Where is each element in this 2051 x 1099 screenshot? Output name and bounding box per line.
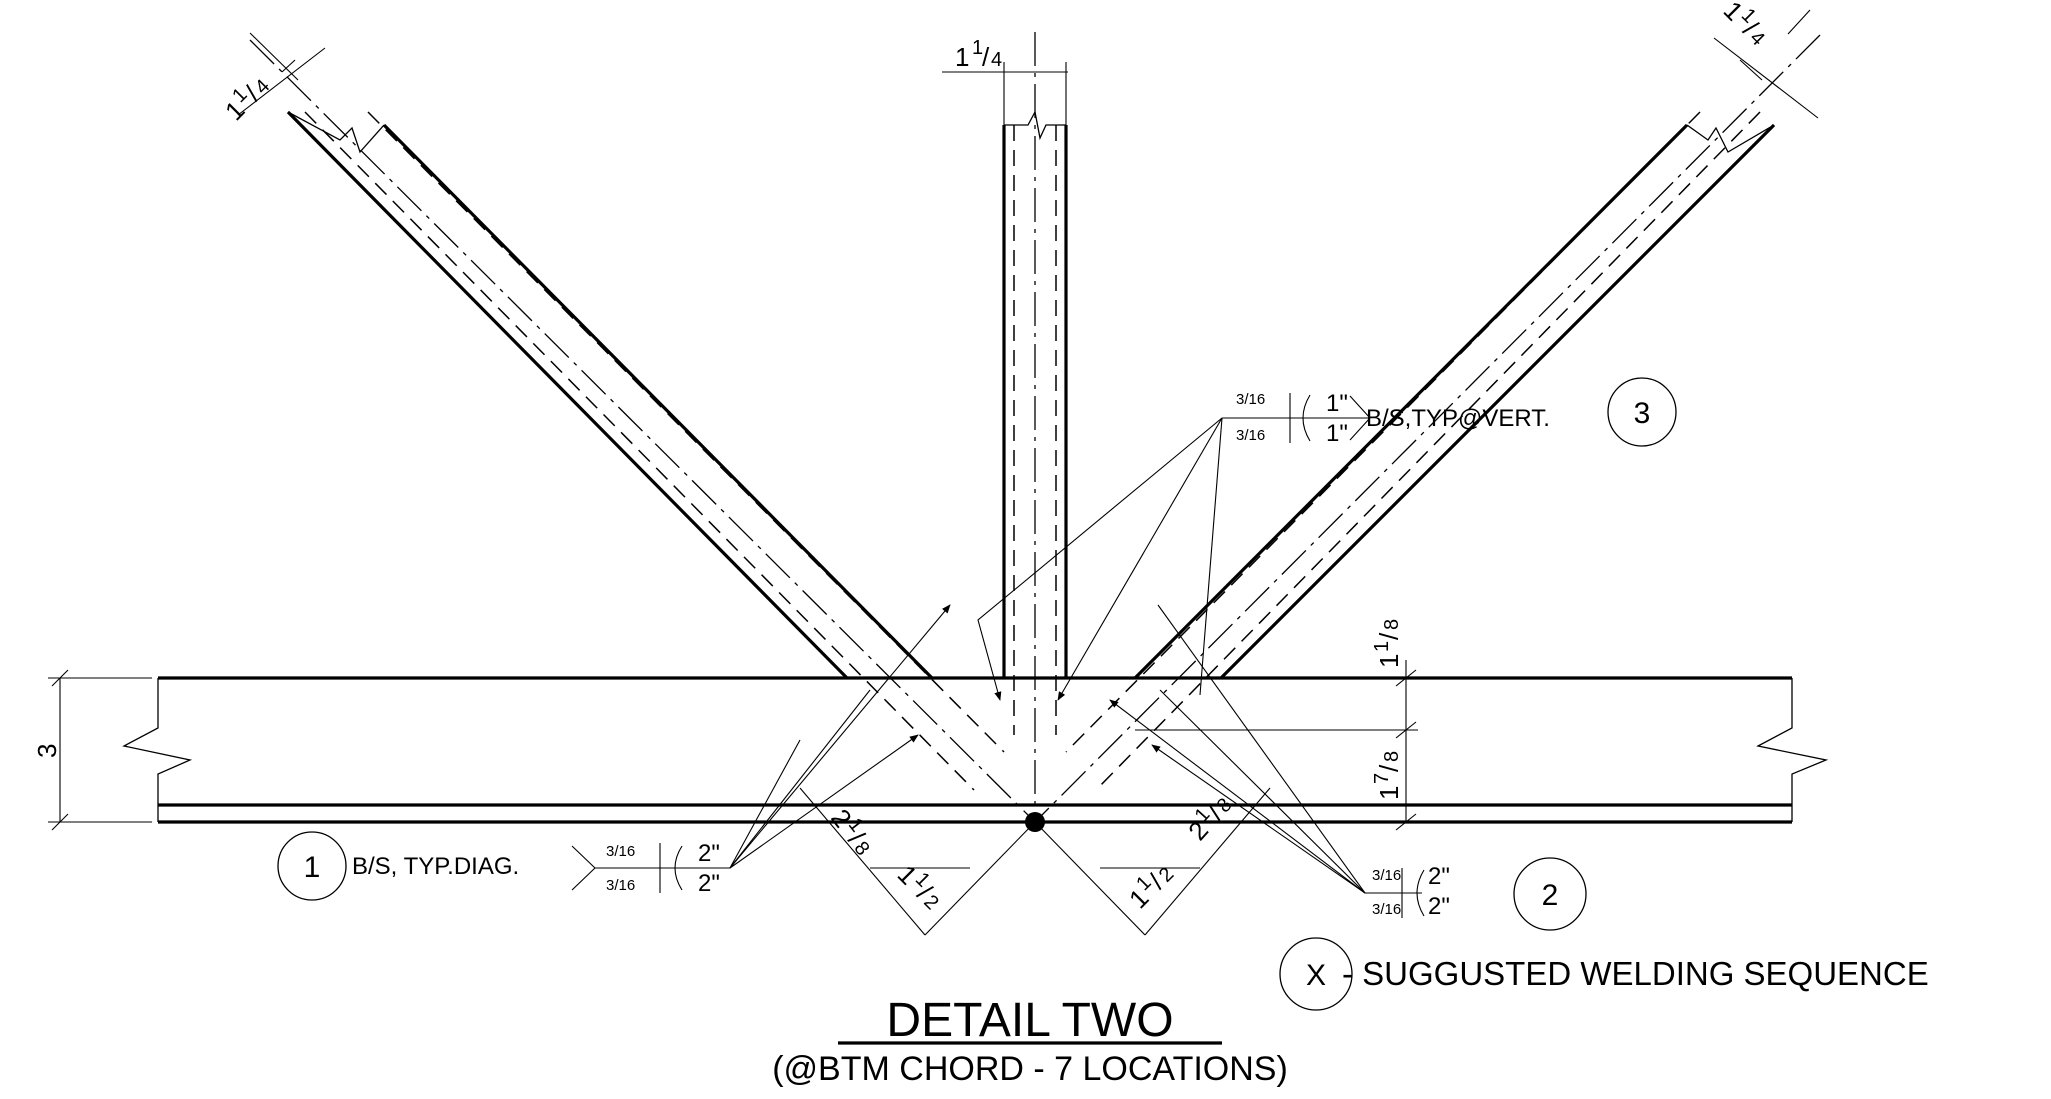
dim-chord-depth: 3	[32, 669, 152, 831]
weld-callout-1: 3/16 3/16 2" 2" B/S, TYP.DIAG. 1	[277, 604, 951, 901]
dim-left-diagonal-width: 1 1 / 4	[219, 32, 326, 126]
left-diag-break	[287, 111, 385, 154]
page-subtitle: (@BTM CHORD - 7 LOCATIONS)	[772, 1050, 1288, 1088]
dim-vertical-den: 4	[991, 49, 1002, 71]
vertical-member	[1002, 32, 1068, 822]
weld-3-length-top: 1"	[1326, 390, 1348, 417]
right-diag-break	[1686, 124, 1775, 153]
weld-3-size-bottom: 3/16	[1236, 427, 1265, 444]
left-diag-inner-edge	[382, 123, 934, 680]
weld-2-sequence-circle	[1513, 857, 1587, 931]
legend-circle	[1279, 937, 1353, 1011]
dim-vertical-num: 1	[972, 37, 983, 59]
dim-web-depth-whole: 1	[1374, 786, 1404, 800]
chord-left-break	[122, 678, 193, 822]
left-diag-hidden-1	[304, 111, 975, 791]
chord-right-break	[1756, 678, 1829, 822]
weld-3-note: B/S,TYP@VERT.	[1366, 405, 1550, 432]
dim-top-plate-num: 1	[1371, 641, 1393, 652]
weld-1-length-top: 2"	[698, 840, 720, 867]
weld-3-length-bottom: 1"	[1326, 420, 1348, 447]
weld-1-length-bottom: 2"	[698, 870, 720, 897]
dim-chord-depth-value: 3	[32, 744, 62, 758]
dim-web-depth-den: 8	[1381, 751, 1403, 762]
weld-1-size-bottom: 3/16	[606, 877, 635, 894]
weld-2-size-top: 3/16	[1372, 867, 1401, 884]
weld-3-size-top: 3/16	[1236, 391, 1265, 408]
left-diag-hidden-2	[367, 111, 1005, 753]
vertical-break	[1004, 110, 1066, 141]
weld-1-size-top: 3/16	[606, 843, 635, 860]
right-diag-hidden-1	[1065, 111, 1701, 753]
bottom-chord	[122, 676, 1829, 824]
dim-web-depth-num: 7	[1371, 773, 1393, 784]
weld-callout-2: 3/16 3/16 2" 2" 2	[1109, 604, 1587, 931]
svg-text:/: /	[1374, 632, 1404, 640]
weld-1-note: B/S, TYP.DIAG.	[352, 853, 519, 880]
svg-text:/: /	[1374, 764, 1404, 772]
left-diagonal	[249, 39, 1036, 823]
right-diagonal	[1034, 34, 1821, 823]
dim-top-plate-den: 8	[1381, 619, 1403, 630]
weld-callout-3: 3/16 3/16 1" 1" B/S,TYP@VERT. 3	[977, 377, 1677, 701]
legend-text: - SUGGUSTED WELDING SEQUENCE	[1342, 955, 1929, 992]
weld-2-sequence-number: 2	[1542, 879, 1559, 912]
legend-symbol: X	[1306, 959, 1326, 992]
weld-1-sequence-circle	[277, 831, 347, 901]
right-diag-outer-edge	[1219, 123, 1776, 680]
dim-vertical-width: 1 1 / 4	[942, 37, 1068, 125]
weld-2-length-bottom: 2"	[1428, 893, 1450, 920]
right-diag-centerline	[1034, 34, 1821, 823]
dim-right-vertical: 1 1 / 8 1 7 / 8	[1135, 619, 1418, 831]
right-diag-inner-edge	[1133, 123, 1689, 680]
weld-2-length-top: 2"	[1428, 863, 1450, 890]
left-diag-centerline	[249, 39, 1036, 823]
title-block: DETAIL TWO (@BTM CHORD - 7 LOCATIONS)	[772, 994, 1288, 1088]
dim-vertical-whole: 1	[955, 42, 969, 72]
weld-2-size-bottom: 3/16	[1372, 901, 1401, 918]
dim-bottom-inclined: 2 1 / 8 2 1 / 8 1 1 / 2 1 1 / 2	[799, 787, 1271, 936]
left-diag-outer-edge	[286, 110, 849, 680]
dim-top-plate-whole: 1	[1374, 654, 1404, 668]
weld-3-sequence-number: 3	[1634, 397, 1651, 430]
page-title: DETAIL TWO	[886, 994, 1173, 1047]
welding-sequence-legend: X - SUGGUSTED WELDING SEQUENCE	[1279, 937, 1929, 1011]
weld-3-sequence-circle	[1607, 377, 1677, 447]
svg-text:/: /	[982, 42, 990, 72]
dim-right-diagonal-width: 1 1 / 4	[1713, 0, 1819, 119]
right-diag-hidden-2	[1095, 111, 1761, 791]
weld-1-sequence-number: 1	[304, 851, 321, 884]
